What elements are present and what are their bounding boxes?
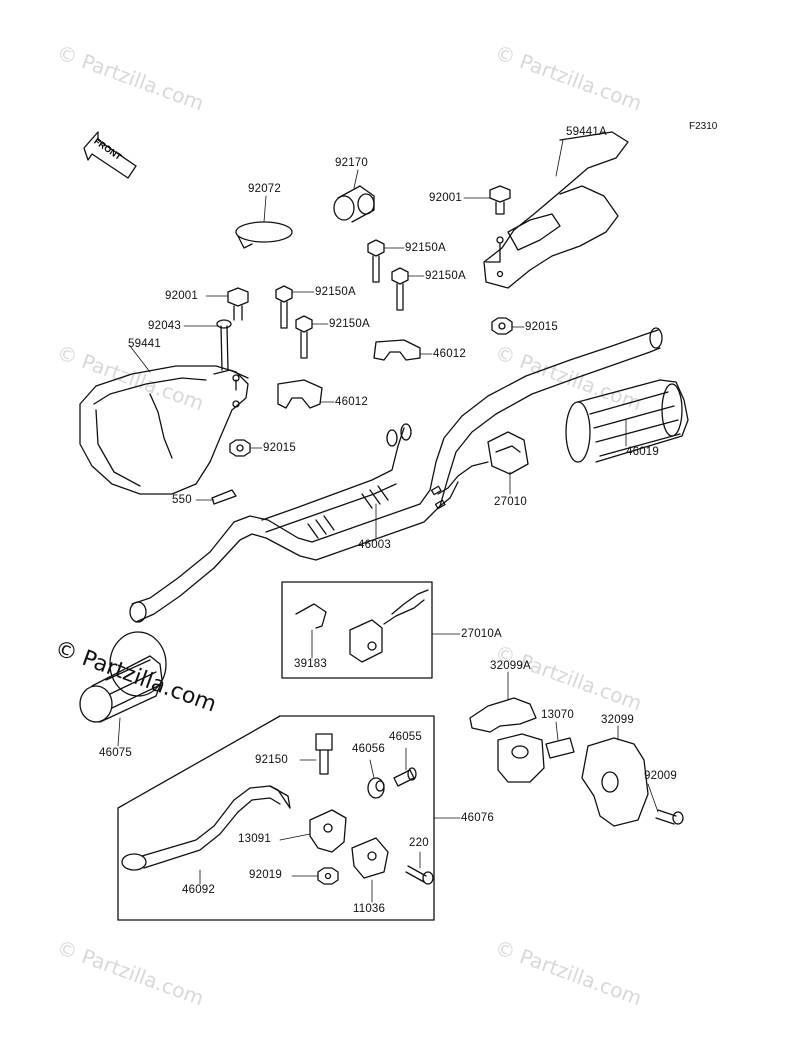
grip-46075 — [79, 631, 167, 723]
part-label-92150A: 92150A — [425, 270, 466, 282]
part-label-27010: 27010 — [494, 496, 527, 508]
clamp-11036 — [351, 837, 389, 879]
pin-92043 — [216, 319, 232, 371]
adjuster-46056 — [367, 777, 385, 799]
part-label-32099: 32099 — [601, 714, 634, 726]
part-label-46012: 46012 — [433, 348, 466, 360]
part-label-92150A: 92150A — [329, 318, 370, 330]
adjuster-46055 — [393, 767, 417, 787]
part-label-92001: 92001 — [429, 192, 462, 204]
handlebar-46003 — [129, 327, 663, 623]
cable-guide-13070 — [545, 737, 575, 759]
bolt-92150A — [275, 285, 293, 329]
part-label-13070: 13070 — [541, 709, 574, 721]
bolt-92001-left — [227, 287, 249, 321]
nut-92015-left — [229, 439, 251, 457]
part-label-46003: 46003 — [358, 539, 391, 551]
diagram-code: F2310 — [689, 121, 718, 132]
bolt-92150A — [295, 315, 313, 359]
band-92072 — [235, 221, 293, 249]
part-label-92001: 92001 — [165, 290, 198, 302]
part-label-27010A: 27010A — [461, 628, 502, 640]
clamp-92170 — [333, 185, 375, 223]
part-label-46076: 46076 — [461, 812, 494, 824]
nut-92019 — [317, 867, 339, 885]
part-label-11036: 11036 — [353, 903, 386, 915]
switch-27010 — [430, 431, 529, 510]
bolt-92150A — [367, 239, 385, 283]
grip-46019 — [565, 379, 689, 463]
part-label-46092: 46092 — [182, 884, 215, 896]
cotter-pin-550 — [211, 489, 237, 505]
part-label-46012: 46012 — [335, 396, 368, 408]
part-label-92150A: 92150A — [405, 242, 446, 254]
part-label-46075: 46075 — [99, 747, 132, 759]
part-label-46056: 46056 — [352, 743, 385, 755]
holder-46012 — [277, 379, 323, 409]
part-label-92015: 92015 — [525, 321, 558, 333]
kit-box-27010A — [281, 581, 433, 679]
screw-92009 — [655, 809, 684, 825]
front-arrow-icon — [83, 131, 137, 179]
part-label-92072: 92072 — [248, 183, 281, 195]
housing-32099 — [581, 737, 649, 827]
part-label-92015: 92015 — [263, 442, 296, 454]
nut-92015-top — [491, 317, 513, 335]
part-label-59441A: 59441A — [566, 126, 607, 138]
part-label-220: 220 — [409, 837, 429, 849]
bracket-13091 — [309, 809, 347, 853]
bolt-92150A — [391, 267, 409, 311]
bolt-92150 — [315, 733, 333, 775]
holder-46012 — [373, 339, 421, 361]
part-label-13091: 13091 — [238, 833, 271, 845]
bolt-92001-top — [489, 185, 511, 215]
left-handguard — [79, 365, 249, 495]
part-label-92170: 92170 — [335, 157, 368, 169]
part-label-46019: 46019 — [626, 446, 659, 458]
lever-46092 — [121, 785, 291, 871]
part-label-92043: 92043 — [148, 320, 181, 332]
part-label-92150A: 92150A — [315, 286, 356, 298]
screw-220 — [405, 865, 434, 885]
right-handguard — [483, 131, 629, 289]
part-label-39183: 39183 — [294, 658, 327, 670]
housing-32099A — [469, 697, 545, 783]
part-label-92019: 92019 — [249, 869, 282, 881]
part-label-550: 550 — [172, 494, 192, 506]
part-label-92150: 92150 — [255, 754, 288, 766]
part-label-32099A: 32099A — [490, 660, 531, 672]
part-label-59441: 59441 — [128, 338, 161, 350]
lever-kit-box-46076 — [117, 715, 435, 921]
part-label-46055: 46055 — [389, 731, 422, 743]
part-label-92009: 92009 — [644, 770, 677, 782]
